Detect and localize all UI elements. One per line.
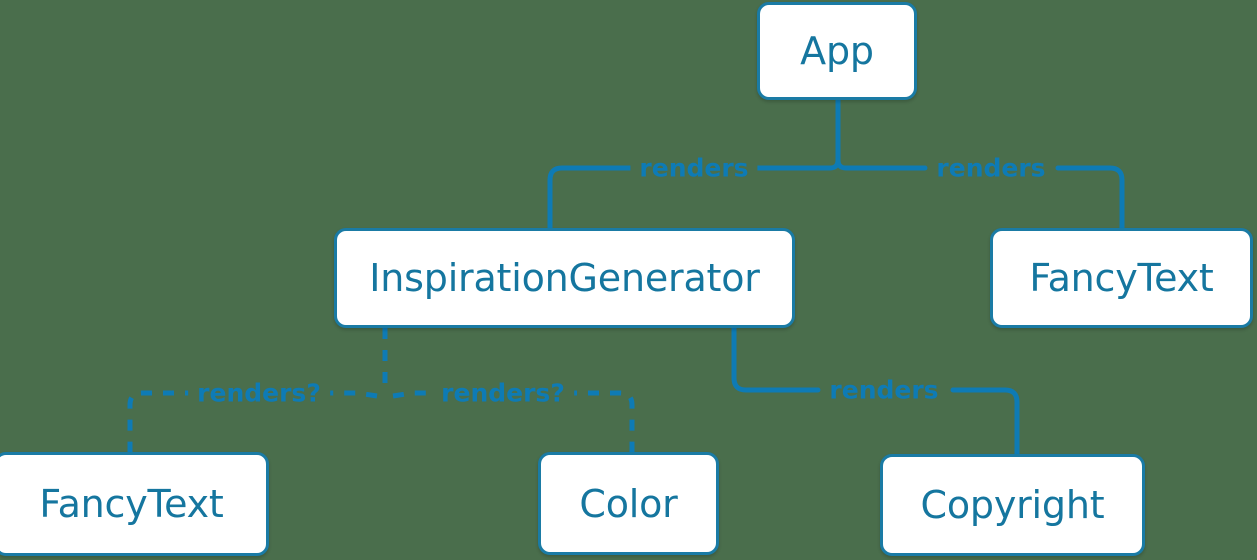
node-copyright[interactable]: Copyright [880,454,1145,556]
node-app[interactable]: App [757,2,917,100]
edge-inspiration-generator-to-color-tail [566,390,635,452]
edge-inspiration-generator-to-copyright-tail [950,387,1020,457]
node-color[interactable]: Color [538,452,719,555]
edge-app-to-inspiration-generator [547,165,646,231]
node-fancytext-bottom[interactable]: FancyText [0,452,269,556]
node-inspiration-generator[interactable]: InspirationGenerator [334,228,795,328]
node-inspiration-generator-label: InspirationGenerator [369,256,760,300]
node-app-label: App [800,29,874,73]
edge-app-to-fancytext-right [1055,165,1125,231]
node-fancytext-right[interactable]: FancyText [990,228,1253,328]
edge-label-app-to-inspiration-generator: renders [630,153,758,183]
edge-app-trunk-right [835,157,928,171]
edge-label-inspiration-generator-to-fancytext-bottom: renders? [188,378,330,408]
edge-inspiration-generator-to-copyright [731,325,821,393]
node-fancytext-right-label: FancyText [1029,256,1214,300]
edge-inspiration-generator-to-fancytext-bottom [325,390,378,399]
node-color-label: Color [579,481,678,526]
node-fancytext-bottom-label: FancyText [39,482,224,526]
edge-inspiration-generator-to-fancytext-bottom-tail [127,390,196,452]
node-copyright-label: Copyright [920,483,1105,527]
edge-label-app-to-fancytext-right: renders [927,153,1055,183]
edge-inspiration-generator-to-color [392,390,442,399]
edge-label-inspiration-generator-to-copyright: renders [820,375,948,405]
edge-label-inspiration-generator-to-color: renders? [432,378,574,408]
edge-app-trunk [742,97,841,171]
